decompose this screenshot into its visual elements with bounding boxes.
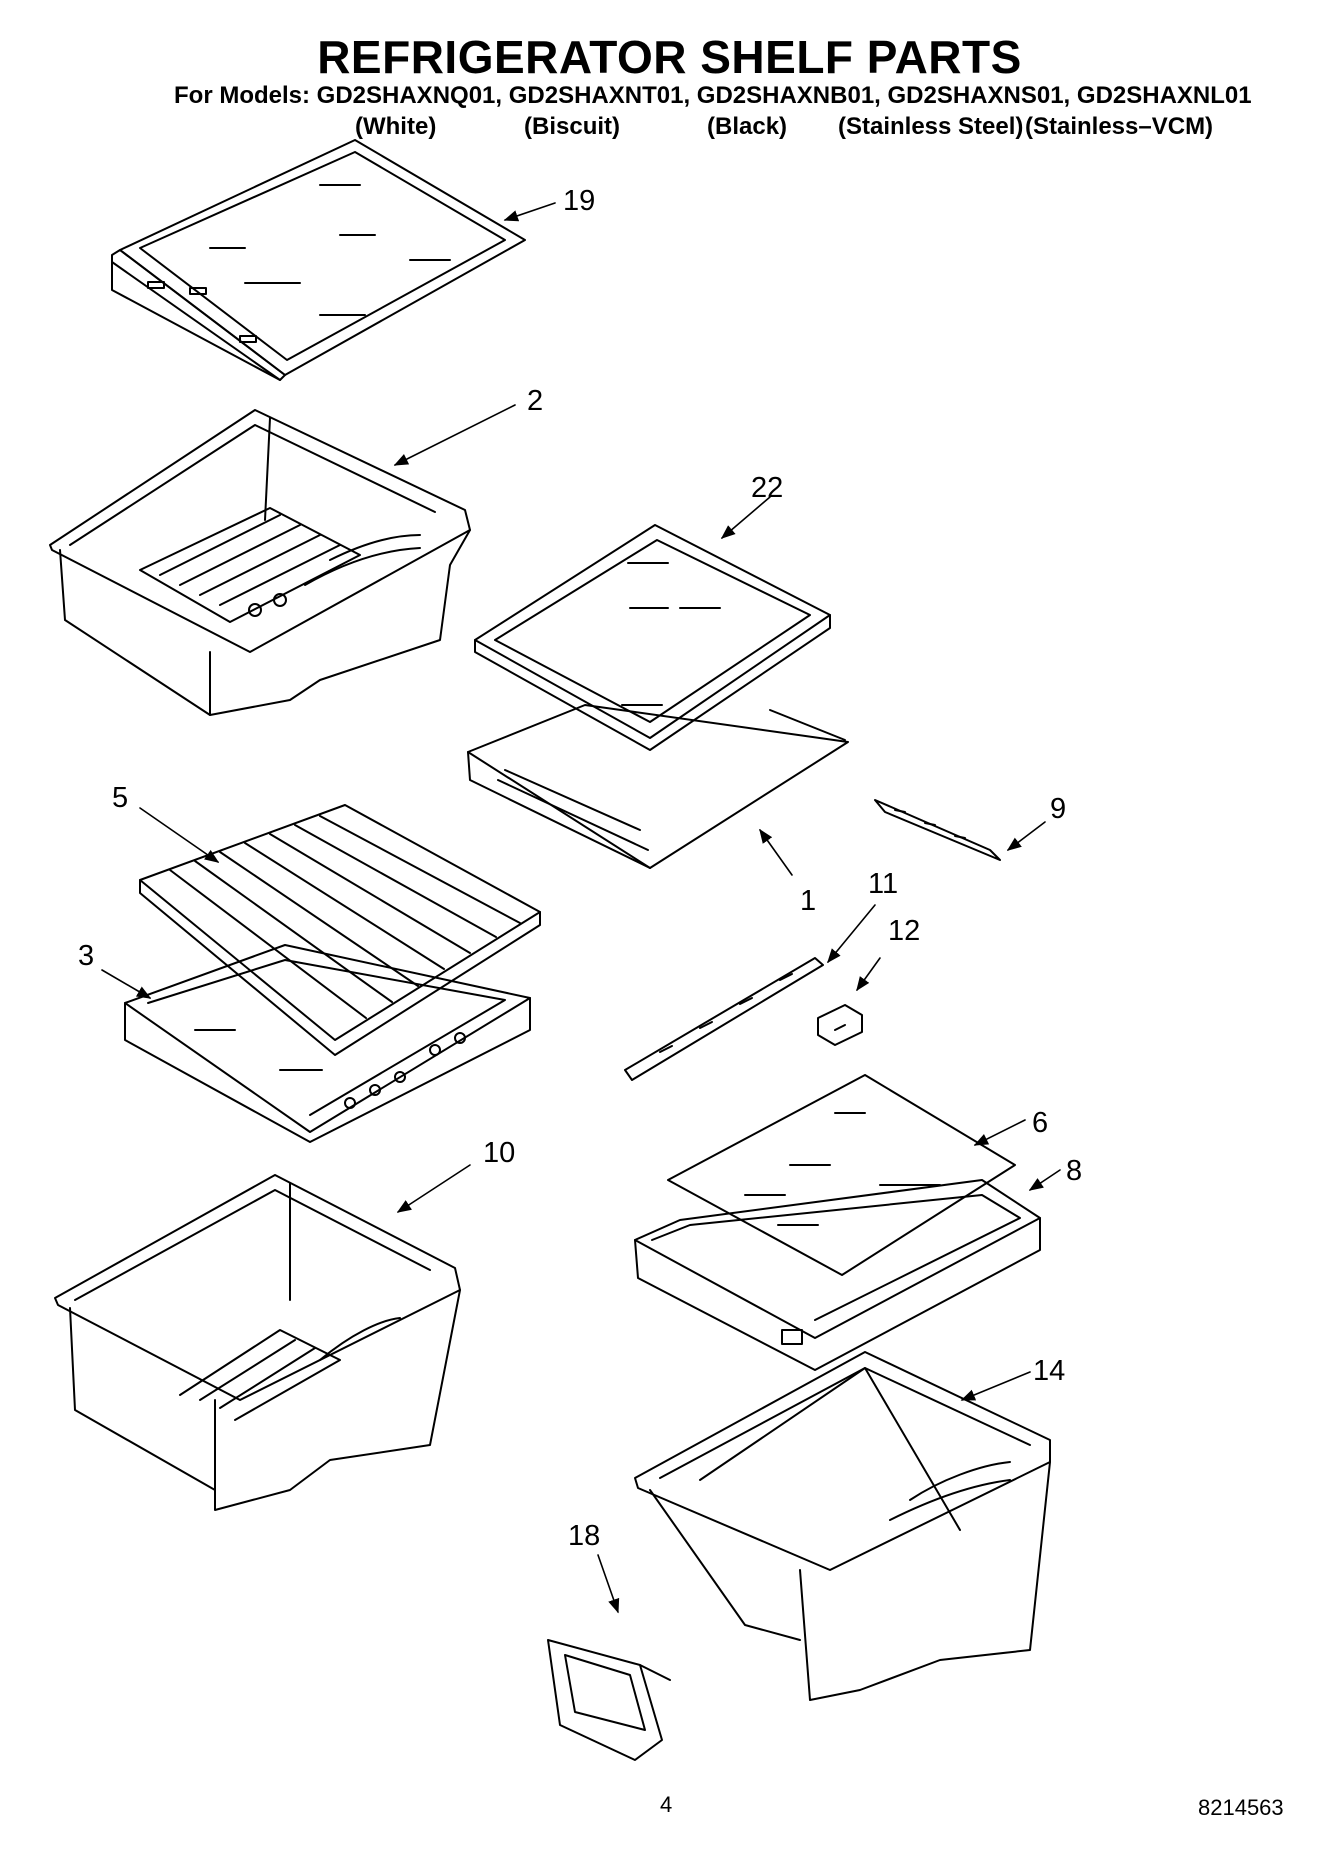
callout-1: 1 <box>800 885 817 917</box>
callout-9: 9 <box>1050 793 1067 825</box>
callout-5: 5 <box>112 782 129 814</box>
leader-arrows <box>102 203 1060 1614</box>
callout-6: 6 <box>1032 1107 1049 1139</box>
callout-11: 11 <box>868 868 899 900</box>
part-5-crisper-cover <box>140 805 540 1055</box>
part-14-crisper-drawer <box>635 1352 1050 1700</box>
part-9-bracket <box>875 800 1000 860</box>
part-3-crisper-frame <box>125 945 530 1142</box>
callout-22: 22 <box>751 472 784 504</box>
part-22-glass-shelf <box>475 525 830 750</box>
variant-white: (White) <box>355 113 437 140</box>
variant-stainless-vcm: (Stainless–VCM) <box>1025 113 1214 140</box>
variant-stainless-steel: (Stainless Steel) <box>838 113 1024 140</box>
part-18-label-card <box>548 1640 670 1760</box>
callout-18: 18 <box>568 1520 601 1552</box>
part-11-rail <box>625 958 823 1080</box>
callout-3: 3 <box>78 940 95 972</box>
document-number: 8214563 <box>1198 1795 1284 1820</box>
part-19-glass-shelf <box>112 140 525 380</box>
variant-biscuit: (Biscuit) <box>524 113 620 140</box>
models-line: For Models: GD2SHAXNQ01, GD2SHAXNT01, GD… <box>174 82 1252 109</box>
part-12-clip <box>818 1005 862 1045</box>
callout-19: 19 <box>563 185 596 217</box>
part-1-shelf-frame <box>468 705 848 868</box>
callout-8: 8 <box>1066 1155 1083 1187</box>
part-2-crisper-drawer <box>50 410 470 715</box>
callout-14: 14 <box>1033 1355 1066 1387</box>
part-10-crisper-drawer <box>55 1175 460 1510</box>
callout-10: 10 <box>483 1137 516 1169</box>
variant-black: (Black) <box>707 113 788 140</box>
page-number: 4 <box>660 1792 673 1817</box>
part-6-glass-panel <box>668 1075 1015 1275</box>
part-8-frame <box>635 1180 1040 1370</box>
callout-12: 12 <box>888 915 921 947</box>
page-title: REFRIGERATOR SHELF PARTS <box>317 31 1022 83</box>
callout-2: 2 <box>527 385 544 417</box>
